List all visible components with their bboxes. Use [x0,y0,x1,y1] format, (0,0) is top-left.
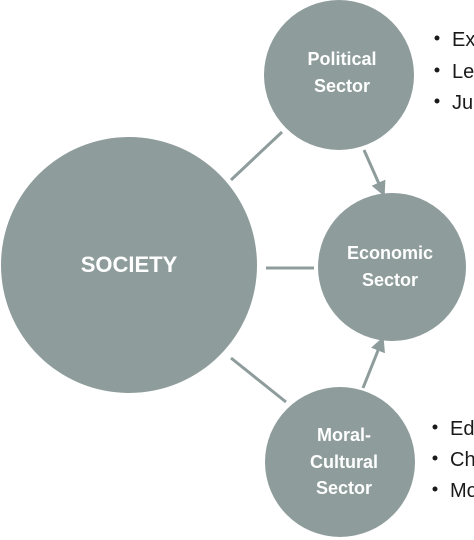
node-society: SOCIETY [1,137,257,393]
arrow-moral-economic [361,336,385,389]
bullet-dot [434,98,440,104]
political-bullet-list: Ex Le Ju [434,29,474,114]
moral-bullet-2: Ch [450,449,474,471]
bullet-dot [432,455,438,461]
moral-bullet-1: Ed [450,418,474,440]
bullet-dot [434,35,440,41]
political-bullet-2: Le [452,61,474,83]
node-political-label-line2: Sector [314,76,370,96]
node-moral-label-line3: Sector [316,478,372,498]
node-society-label: SOCIETY [81,252,178,277]
node-economic-label-line2: Sector [362,270,418,290]
node-moral: Moral- Cultural Sector [265,387,415,537]
node-economic-label-line1: Economic [347,243,433,263]
bullet-dot [432,486,438,492]
node-political: Political Sector [264,0,414,150]
node-political-label-line1: Political [307,49,376,69]
connector-society-political [229,130,284,182]
bullet-dot [434,67,440,73]
node-economic: Economic Sector [318,193,466,341]
connector-society-moral [230,356,287,404]
node-moral-label-line1: Moral- [317,425,371,445]
moral-bullet-3: Mo [450,480,474,502]
node-moral-label-line2: Cultural [310,452,378,472]
arrow-political-economic [362,149,386,197]
political-bullet-1: Ex [452,29,474,51]
moral-bullet-list: Ed Ch Mo [432,418,474,502]
bullet-dot [432,424,438,430]
node-society-circle [1,137,257,393]
node-moral-circle [265,387,415,537]
node-political-circle [264,0,414,150]
node-economic-circle [318,193,466,341]
political-bullet-3: Ju [452,92,473,114]
connectors [229,130,386,404]
